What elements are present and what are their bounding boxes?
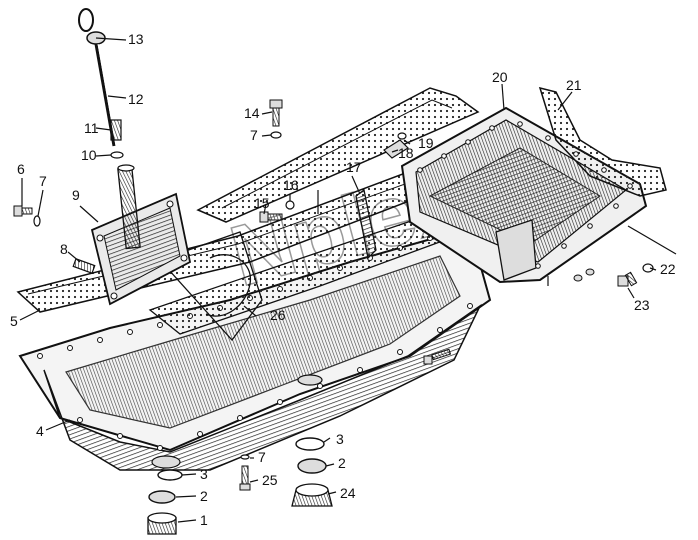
callout-14: 14 — [244, 105, 260, 121]
callout-21: 21 — [566, 77, 582, 93]
callout-18: 18 — [398, 145, 414, 161]
callout-10: 10 — [81, 147, 97, 163]
leader-lines — [19, 37, 677, 523]
callout-13: 13 — [128, 31, 144, 47]
bolt-6 — [13, 205, 33, 217]
callouts: 13 12 11 10 6 7 9 8 5 4 3 2 1 3 2 24 7 2… — [10, 31, 676, 528]
callout-1: 1 — [200, 512, 208, 528]
callout-23: 23 — [634, 297, 650, 313]
callout-24: 24 — [340, 485, 356, 501]
callout-9: 9 — [72, 187, 80, 203]
callout-7a: 7 — [39, 173, 47, 189]
washer-7b — [270, 131, 282, 139]
bolt-25 — [239, 465, 251, 491]
pan-gasket-upper — [196, 87, 480, 223]
bolt-23 — [617, 271, 638, 287]
callout-3a: 3 — [200, 466, 208, 482]
callout-2a: 2 — [200, 488, 208, 504]
callout-4: 4 — [36, 423, 44, 439]
callout-15: 15 — [254, 195, 270, 211]
drain-ring-3a — [157, 469, 183, 481]
callout-6: 6 — [17, 161, 25, 177]
washer-7a — [33, 215, 41, 227]
callout-11: 11 — [84, 120, 99, 136]
washer-19 — [397, 132, 407, 140]
callout-2b: 2 — [338, 455, 346, 471]
callout-3b: 3 — [336, 431, 344, 447]
bracket-17 — [355, 188, 377, 260]
callout-22: 22 — [660, 261, 676, 277]
washer-16 — [285, 200, 295, 210]
breather-cover — [90, 164, 192, 306]
callout-5: 5 — [10, 313, 18, 329]
callout-16: 16 — [283, 177, 299, 193]
dipstick-washer — [110, 151, 124, 159]
washer-22 — [642, 263, 654, 273]
drain-ring-2b — [297, 458, 327, 474]
callout-8: 8 — [60, 241, 68, 257]
drain-ring-3b — [295, 437, 325, 451]
drain-plug-24 — [291, 483, 333, 507]
callout-7c: 7 — [258, 449, 266, 465]
washer-7c — [240, 454, 250, 460]
callout-20: 20 — [492, 69, 508, 85]
callout-7b: 7 — [250, 127, 258, 143]
callout-26: 26 — [270, 307, 286, 323]
nuts-right — [573, 268, 595, 282]
callout-19: 19 — [418, 135, 434, 151]
callout-25: 25 — [262, 472, 278, 488]
oil-pan — [18, 226, 492, 471]
bolt-mid — [423, 348, 452, 365]
callout-17: 17 — [346, 159, 362, 175]
upper-housing — [400, 86, 667, 284]
dipstick-plug — [110, 119, 122, 141]
callout-12: 12 — [128, 91, 144, 107]
drain-ring-2a — [148, 490, 176, 504]
stud-8 — [72, 258, 96, 274]
clip-18 — [383, 139, 409, 159]
bolt-15 — [259, 211, 283, 223]
bolt-14 — [269, 99, 283, 127]
drain-plug-1 — [147, 512, 177, 535]
